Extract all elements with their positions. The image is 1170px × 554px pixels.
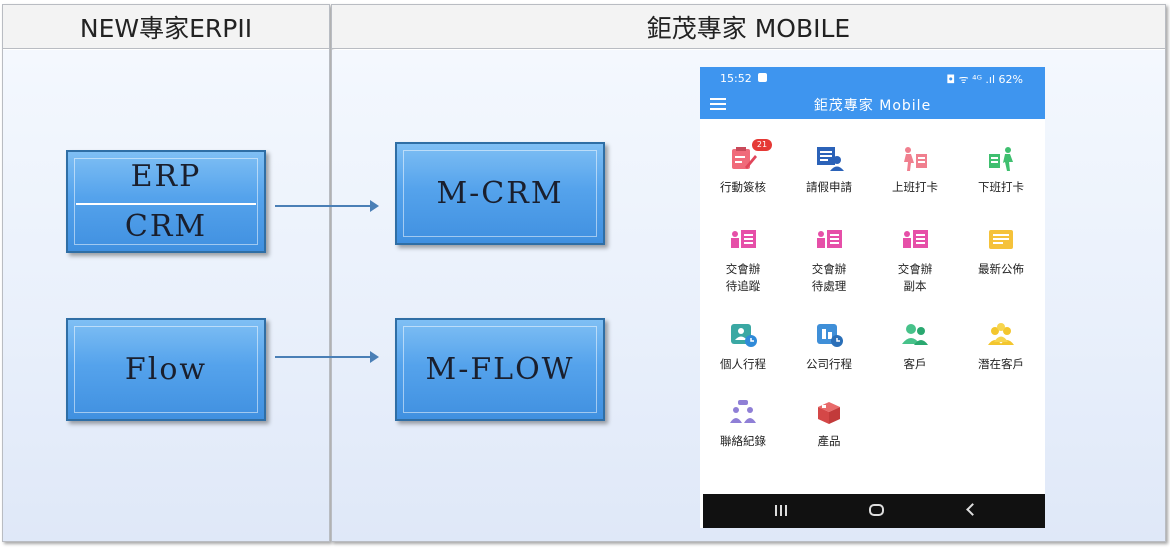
right-panel-title: 鉅茂專家 MOBILE bbox=[332, 5, 1165, 49]
phone-screenshot: 15:52 ◘ ᯤ ⁴ᴳ .ıl 62% 鉅茂專家 Mobile 21 行動簽核… bbox=[700, 67, 1045, 528]
tile-meeting-copy[interactable]: 交會辦 副本 bbox=[872, 227, 958, 295]
app-title: 鉅茂專家 Mobile bbox=[813, 98, 932, 114]
announcement-icon bbox=[986, 227, 1016, 253]
status-time: 15:52 bbox=[720, 72, 752, 85]
tile-customer[interactable]: 客戶 bbox=[872, 322, 958, 373]
tile-label: 客戶 bbox=[903, 357, 927, 371]
customer-icon bbox=[900, 322, 930, 348]
tile-label: 公司行程 bbox=[806, 357, 852, 371]
tile-potential-customer[interactable]: 潛在客戶 bbox=[958, 322, 1044, 373]
tile-label: 行動簽核 bbox=[720, 180, 766, 194]
left-panel-body bbox=[3, 50, 329, 541]
tile-label: 潛在客戶 bbox=[978, 357, 1024, 371]
clipboard-edit-icon: 21 bbox=[728, 139, 772, 171]
m-crm-label: M-CRM bbox=[436, 176, 564, 211]
arrow-crm-to-mcrm bbox=[275, 200, 379, 212]
left-panel: NEW專家ERPII bbox=[2, 4, 330, 542]
tile-contact-record[interactable]: 聯絡紀錄 bbox=[700, 399, 786, 450]
clock-out-icon bbox=[986, 145, 1016, 171]
tile-clock-in[interactable]: 上班打卡 bbox=[872, 145, 958, 196]
tile-label: 交會辦 副本 bbox=[897, 262, 933, 293]
tile-label: 聯絡紀錄 bbox=[720, 434, 766, 448]
tile-label: 產品 bbox=[817, 434, 841, 448]
crm-label: CRM bbox=[124, 208, 208, 244]
hamburger-menu-icon[interactable] bbox=[710, 98, 726, 110]
erp-label: ERP bbox=[130, 159, 202, 195]
tile-leave-request[interactable]: 請假申請 bbox=[786, 145, 872, 196]
erp-crm-box: ERP CRM bbox=[66, 150, 266, 253]
clock-in-icon bbox=[900, 145, 930, 171]
tile-label: 個人行程 bbox=[720, 357, 766, 371]
meeting-copy-icon bbox=[900, 227, 930, 253]
tile-label: 上班打卡 bbox=[892, 180, 938, 194]
leave-form-person-icon bbox=[814, 145, 844, 171]
tile-clock-out[interactable]: 下班打卡 bbox=[958, 145, 1044, 196]
left-panel-title: NEW專家ERPII bbox=[3, 5, 329, 49]
tile-product[interactable]: 產品 bbox=[786, 399, 872, 450]
tile-announcement[interactable]: 最新公佈 bbox=[958, 227, 1044, 278]
potential-customer-icon bbox=[986, 322, 1016, 348]
tile-meeting-track[interactable]: 交會辦 待追蹤 bbox=[700, 227, 786, 295]
erp-crm-divider bbox=[76, 203, 256, 205]
m-crm-box: M-CRM bbox=[395, 142, 605, 245]
back-icon[interactable] bbox=[966, 503, 979, 516]
tile-label: 最新公佈 bbox=[978, 262, 1024, 276]
flow-label: Flow bbox=[124, 352, 208, 387]
meeting-track-icon bbox=[728, 227, 758, 253]
status-bar: 15:52 ◘ ᯤ ⁴ᴳ .ıl 62% bbox=[700, 67, 1045, 89]
home-icon[interactable] bbox=[869, 504, 884, 516]
tile-meeting-pending[interactable]: 交會辦 待處理 bbox=[786, 227, 872, 295]
tile-label: 下班打卡 bbox=[978, 180, 1024, 194]
product-box-icon bbox=[814, 399, 844, 425]
tile-label: 請假申請 bbox=[806, 180, 852, 194]
arrow-flow-to-mflow bbox=[275, 351, 379, 363]
m-flow-box: M-FLOW bbox=[395, 318, 605, 421]
tile-mobile-sign[interactable]: 21 行動簽核 bbox=[700, 139, 786, 196]
tile-personal-schedule[interactable]: 個人行程 bbox=[700, 322, 786, 373]
tile-label: 交會辦 待追蹤 bbox=[725, 262, 761, 293]
company-schedule-icon bbox=[814, 322, 844, 348]
status-indicators: ◘ ᯤ ⁴ᴳ .ıl 62% bbox=[946, 73, 1023, 86]
tile-label: 交會辦 待處理 bbox=[811, 262, 847, 293]
pending-count-badge: 21 bbox=[752, 139, 772, 151]
meeting-pending-icon bbox=[814, 227, 844, 253]
contact-record-icon bbox=[728, 399, 758, 425]
tile-company-schedule[interactable]: 公司行程 bbox=[786, 322, 872, 373]
m-flow-label: M-FLOW bbox=[425, 352, 575, 387]
notification-icon bbox=[758, 73, 767, 82]
recent-apps-icon[interactable] bbox=[775, 505, 789, 516]
android-nav-bar bbox=[703, 494, 1045, 528]
personal-schedule-icon bbox=[728, 322, 758, 348]
flow-box: Flow bbox=[66, 318, 266, 421]
app-bar: 鉅茂專家 Mobile bbox=[700, 89, 1045, 119]
